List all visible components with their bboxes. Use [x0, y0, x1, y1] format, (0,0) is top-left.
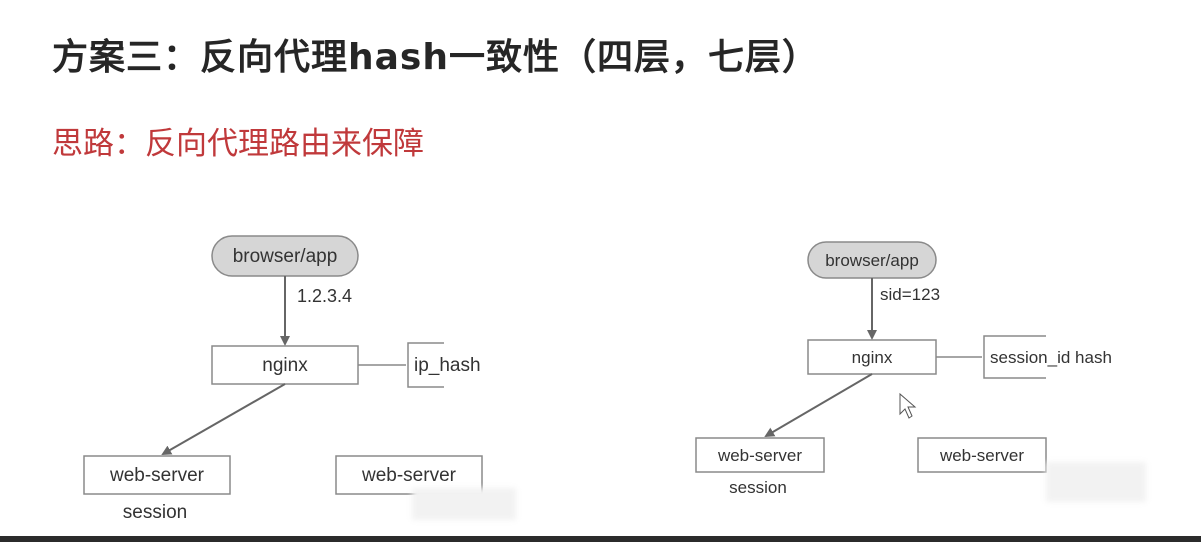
left-server-1-note: session [123, 502, 187, 523]
left-server-1-label: web-server [109, 465, 205, 486]
right-client-label: browser/app [825, 251, 919, 270]
right-server-2-label: web-server [939, 446, 1024, 465]
right-strategy-bracket [983, 335, 1046, 379]
left-server-2-node [335, 455, 483, 495]
right-strategy-label: session_id hash [990, 348, 1112, 367]
left-strategy-label: ip_hash [414, 355, 481, 376]
left-server-2-label: web-server [361, 465, 457, 486]
right-proxy-to-server-arrow [764, 373, 873, 438]
right-server-1-label: web-server [717, 446, 802, 465]
right-edge-label: sid=123 [880, 285, 940, 304]
left-strategy-bracket [407, 342, 444, 388]
left-client-label: browser/app [233, 246, 338, 267]
slide-subtitle: 思路：反向代理路由来保障 [52, 126, 424, 162]
left-proxy-to-server-arrow [161, 383, 286, 455]
left-diagram: browser/app 1.2.3.4 nginx ip_hash web-se… [83, 235, 483, 523]
watermark-smudge-left [412, 488, 516, 520]
bottom-edge-bar [0, 536, 1201, 542]
right-server-2-node [917, 437, 1047, 473]
left-edge-label: 1.2.3.4 [297, 286, 352, 306]
left-proxy-label: nginx [262, 355, 308, 376]
slide-title: 方案三：反向代理hash一致性（四层，七层） [52, 37, 819, 78]
right-proxy-label: nginx [852, 348, 893, 367]
mouse-cursor-icon [899, 392, 917, 419]
right-server-1-node [695, 437, 825, 473]
right-server-1-note: session [729, 478, 787, 497]
watermark-smudge-right [1046, 462, 1146, 502]
right-diagram: browser/app sid=123 nginx session_id has… [695, 241, 1112, 497]
left-server-1-node [83, 455, 231, 495]
